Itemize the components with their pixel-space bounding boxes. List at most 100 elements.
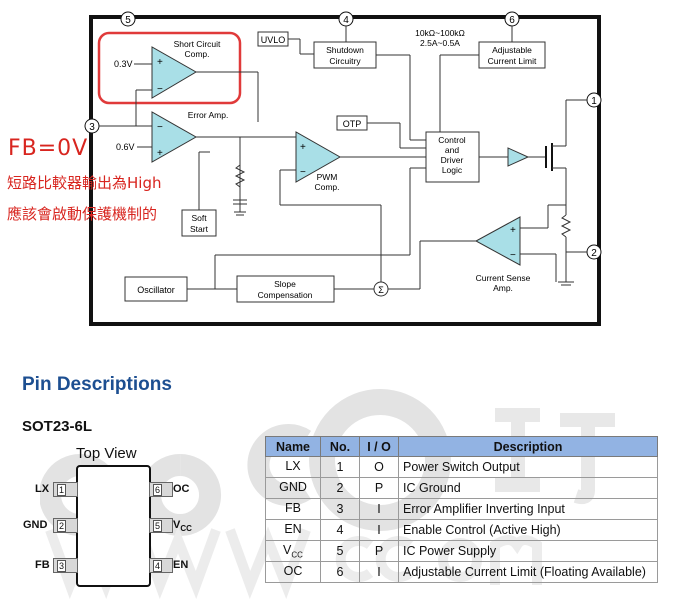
shutdown-block — [313, 41, 377, 69]
error-amp-label: Error Amp. — [188, 110, 229, 120]
cs-minus-sign: − — [510, 250, 516, 261]
cell-description: Adjustable Current Limit (Floating Avail… — [398, 561, 658, 583]
col-io-header: I / O — [359, 436, 399, 457]
pin-vcc-label: VCC — [173, 519, 192, 534]
adjustable-label-2: Current Limit — [488, 56, 537, 66]
cell-description: Enable Control (Active High) — [398, 519, 658, 541]
ref-0-6v-label: 0.6V — [116, 142, 135, 152]
sigma-label: Σ — [378, 285, 384, 295]
cell-name: EN — [265, 519, 321, 541]
pin-fb-label: FB — [35, 559, 50, 571]
pin-6-marker: 6 — [504, 11, 520, 27]
cell-name: OC — [265, 561, 321, 583]
pin-5-marker: 5 — [120, 11, 136, 27]
highlight-box — [97, 31, 242, 105]
control-label-3: Driver — [441, 155, 464, 165]
package-body — [76, 465, 151, 587]
current-sense-label-1: Current Sense — [476, 273, 531, 283]
cell-no: 1 — [320, 456, 360, 478]
cell-name: FB — [265, 498, 321, 520]
sc-plus-sign: + — [157, 57, 163, 68]
pin-2-lead: 2 — [53, 518, 78, 533]
pwm-minus-sign: − — [300, 167, 306, 178]
cell-io: O — [359, 456, 399, 478]
cell-io: I — [359, 498, 399, 520]
comp-resistor — [234, 164, 246, 188]
cell-no: 5 — [320, 540, 360, 562]
pin-1-marker: 1 — [586, 92, 602, 108]
cell-description: IC Ground — [398, 477, 658, 499]
top-view-label: Top View — [76, 445, 137, 462]
pin-oc-label: OC — [173, 483, 190, 495]
shutdown-label-1: Shutdown — [326, 45, 364, 55]
pwm-comparator — [295, 131, 342, 183]
resistor-range-label: 10kΩ~100kΩ — [415, 28, 465, 38]
cs-plus-sign: + — [510, 225, 516, 236]
pin-1-num: 1 — [57, 484, 67, 496]
short-circuit-label: Short Circuit — [174, 39, 221, 49]
soft-start-label-1: Soft — [191, 213, 207, 223]
col-description-header: Description — [398, 436, 658, 457]
control-label-1: Control — [438, 135, 466, 145]
cell-description: Power Switch Output — [398, 456, 658, 478]
cell-io: I — [359, 561, 399, 583]
annotation-line-2: 應該會啟動保護機制的 — [7, 205, 158, 223]
cell-no: 4 — [320, 519, 360, 541]
cell-io: P — [359, 540, 399, 562]
pin-1-number: 1 — [591, 96, 597, 107]
cell-io: P — [359, 477, 399, 499]
pin-3-num: 3 — [57, 560, 67, 572]
pin-4-num: 4 — [153, 560, 163, 572]
pwm-label-1: PWM — [317, 172, 338, 182]
pin-4-number: 4 — [343, 15, 349, 26]
slope-label-1: Slope — [274, 279, 296, 289]
current-sense-label-2: Amp. — [493, 283, 513, 293]
current-sense-amplifier — [474, 216, 521, 266]
pwm-label-2: Comp. — [314, 182, 339, 192]
slope-label-2: Compensation — [258, 290, 313, 300]
slope-compensation-block — [236, 275, 335, 303]
cell-no: 2 — [320, 477, 360, 499]
pin-4-marker: 4 — [338, 11, 354, 27]
pin-lx-label: LX — [35, 483, 50, 495]
col-no-header: No. — [320, 436, 360, 457]
adjustable-current-limit-block — [478, 41, 546, 69]
error-amplifier — [151, 111, 198, 163]
cell-no: 3 — [320, 498, 360, 520]
cell-name: LX — [265, 456, 321, 478]
soft-start-label-2: Start — [190, 224, 209, 234]
short-circuit-comparator — [151, 46, 197, 99]
pin-3-lead: 3 — [53, 558, 78, 573]
block-diagram: 5 4 6 3 1 2 + − Short Circuit Comp. 0.3V… — [84, 11, 602, 326]
control-label-4: Logic — [442, 165, 463, 175]
shutdown-label-2: Circuitry — [329, 56, 361, 66]
pin-6-num: 6 — [153, 484, 163, 496]
control-label-2: and — [445, 145, 459, 155]
soft-start-block — [181, 209, 217, 237]
annotation-line-1: 短路比較器輸出為High — [7, 174, 162, 192]
otp-label: OTP — [343, 119, 362, 129]
uvlo-label: UVLO — [261, 35, 286, 45]
cell-name: VCC — [265, 540, 321, 562]
fb-annotation: FB=0V — [8, 136, 89, 161]
sc-minus-sign: − — [157, 84, 163, 95]
pin-5-number: 5 — [125, 15, 131, 26]
pwm-plus-sign: + — [300, 142, 306, 153]
ref-0-3v-label: 0.3V — [114, 59, 133, 69]
pin-6-lead: 6 — [149, 482, 173, 497]
cell-io: I — [359, 519, 399, 541]
col-name-header: Name — [265, 436, 321, 457]
pin-gnd-label: GND — [23, 519, 48, 531]
table-header-row: Name No. I / O Description — [265, 436, 658, 457]
pin-3-marker: 3 — [84, 118, 100, 134]
cell-description: IC Power Supply — [398, 540, 658, 562]
pin-en-label: EN — [173, 559, 189, 571]
ea-minus-sign: − — [157, 122, 163, 133]
adjustable-label-1: Adjustable — [492, 45, 532, 55]
